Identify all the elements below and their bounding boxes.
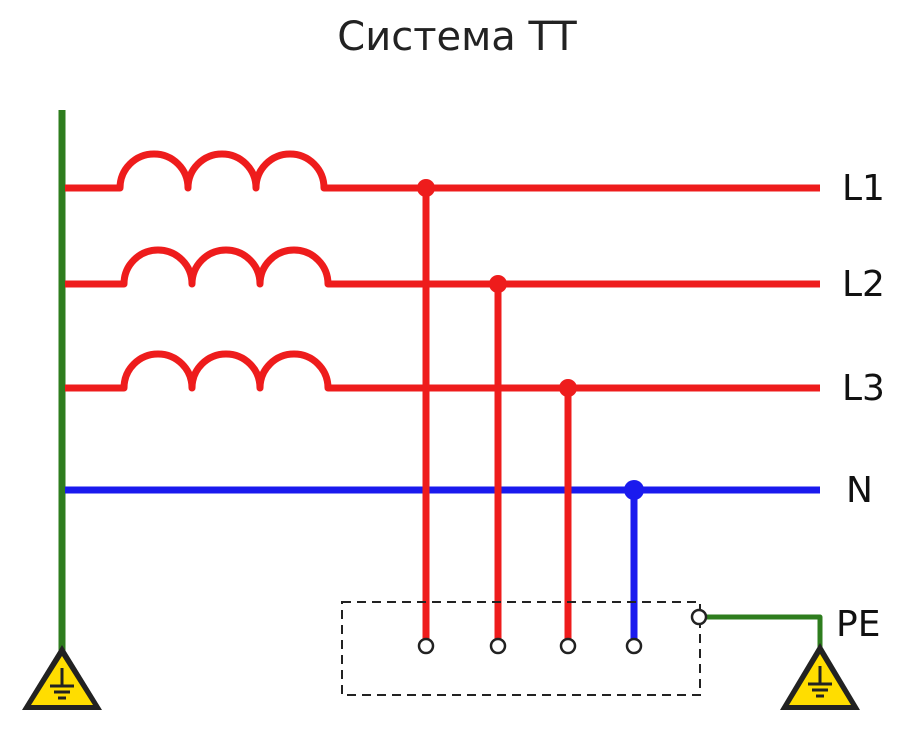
page-title: Система TT [337,14,577,60]
winding-l1 [65,150,820,192]
terminal-l3 [559,637,577,655]
label-l3: L3 [842,368,885,409]
label-l1: L1 [842,168,885,209]
winding-l3 [65,350,820,392]
winding-l2 [65,246,820,288]
consumer-enclosure [341,601,701,696]
terminal-n [625,637,643,655]
terminal-l2 [489,637,507,655]
junction-n [624,480,644,500]
label-n: N [846,470,873,511]
junction-l2 [489,275,507,293]
ground-warning-icon [780,643,860,710]
label-l2: L2 [842,264,885,305]
junction-l1 [417,179,435,197]
terminal-l1 [417,637,435,655]
junction-l3 [559,379,577,397]
ground-warning-icon [22,645,102,710]
terminal-pe [690,608,708,626]
label-pe: PE [836,604,881,645]
pe-wire [706,614,823,650]
